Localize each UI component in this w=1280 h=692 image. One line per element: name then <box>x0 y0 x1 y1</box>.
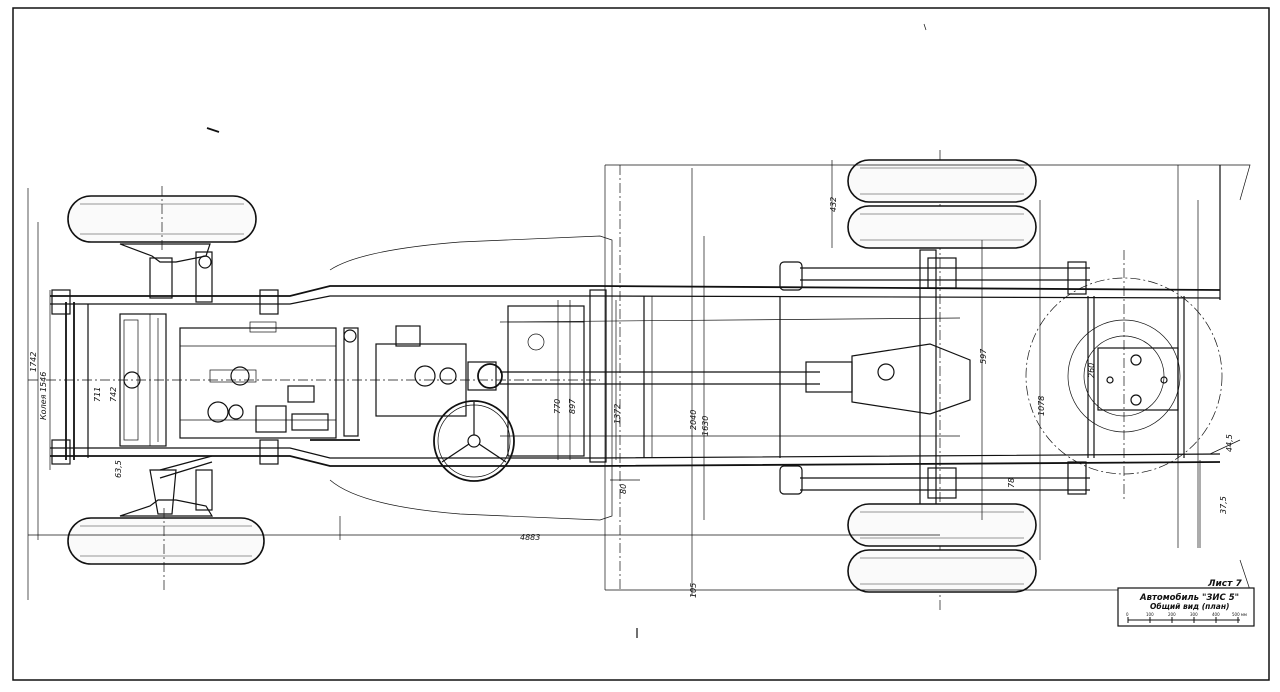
gearbox <box>375 325 503 417</box>
dim-1630: 1630 <box>701 416 710 436</box>
front-axle-assembly <box>65 243 214 517</box>
dim-105: 105 <box>689 583 698 598</box>
scale-tick-label: 300 <box>1190 612 1198 617</box>
sheet-border <box>12 7 1270 681</box>
scan-mark <box>206 127 220 133</box>
scale-tick-label: 400 <box>1212 612 1220 617</box>
brake-rod <box>499 317 961 323</box>
dim-wheelbase: 4883 <box>520 533 540 542</box>
dim-260: 260 <box>1087 363 1096 378</box>
dim-2040: 2040 <box>689 410 698 430</box>
scan-mark <box>923 23 927 31</box>
dim-44-5: 44,5 <box>1225 434 1234 452</box>
scale-tick-label: 100 <box>1146 612 1154 617</box>
dim-37-5: 37,5 <box>1219 496 1228 514</box>
title-line-2: Общий вид (план) <box>1150 602 1229 611</box>
dim-1372: 1372 <box>613 404 622 424</box>
fuel-tank <box>507 305 585 457</box>
scale-tick-label: 500 мм <box>1232 612 1247 617</box>
dim-897: 897 <box>568 398 577 414</box>
dim-742: 742 <box>109 387 118 402</box>
sheet-label: Лист 7 <box>1207 579 1242 589</box>
front-right-wheel <box>67 508 265 590</box>
dim-711: 711 <box>93 387 102 402</box>
steering-wheel <box>433 400 515 482</box>
title-block: Лист 7 Автомобиль "ЗИС 5" Общий вид (пла… <box>1117 579 1255 627</box>
title-line-1: Автомобиль "ЗИС 5" <box>1139 592 1239 603</box>
scale-bar: 0 100 200 300 400 500 мм <box>1126 612 1247 623</box>
rear-right-outer-wheel <box>847 549 1037 593</box>
dimension-lines <box>27 160 1241 600</box>
dim-1078: 1078 <box>1037 396 1046 416</box>
scale-tick-label: 200 <box>1168 612 1176 617</box>
dim-78: 78 <box>1007 478 1016 488</box>
dim-front-track: Колея 1546 <box>39 372 48 420</box>
radiator <box>119 313 167 447</box>
scale-tick-label: 0 <box>1126 612 1129 617</box>
engine-block <box>179 321 360 441</box>
propeller-shaft <box>500 371 820 385</box>
dim-597: 597 <box>979 348 988 364</box>
rear-left-outer-wheel <box>847 159 1037 203</box>
rear-left-inner-wheel <box>847 205 1037 249</box>
dim-432: 432 <box>829 197 838 212</box>
dim-front-width: 1742 <box>29 352 38 372</box>
front-left-wheel <box>67 186 257 252</box>
dim-770: 770 <box>553 399 562 414</box>
cab-outline <box>329 235 613 521</box>
dim-80: 80 <box>619 484 628 494</box>
rear-axle-assembly <box>779 249 1090 513</box>
rear-right-inner-wheel <box>847 503 1037 547</box>
dim-63-5: 63,5 <box>114 460 123 478</box>
chassis-frame <box>50 285 1221 467</box>
